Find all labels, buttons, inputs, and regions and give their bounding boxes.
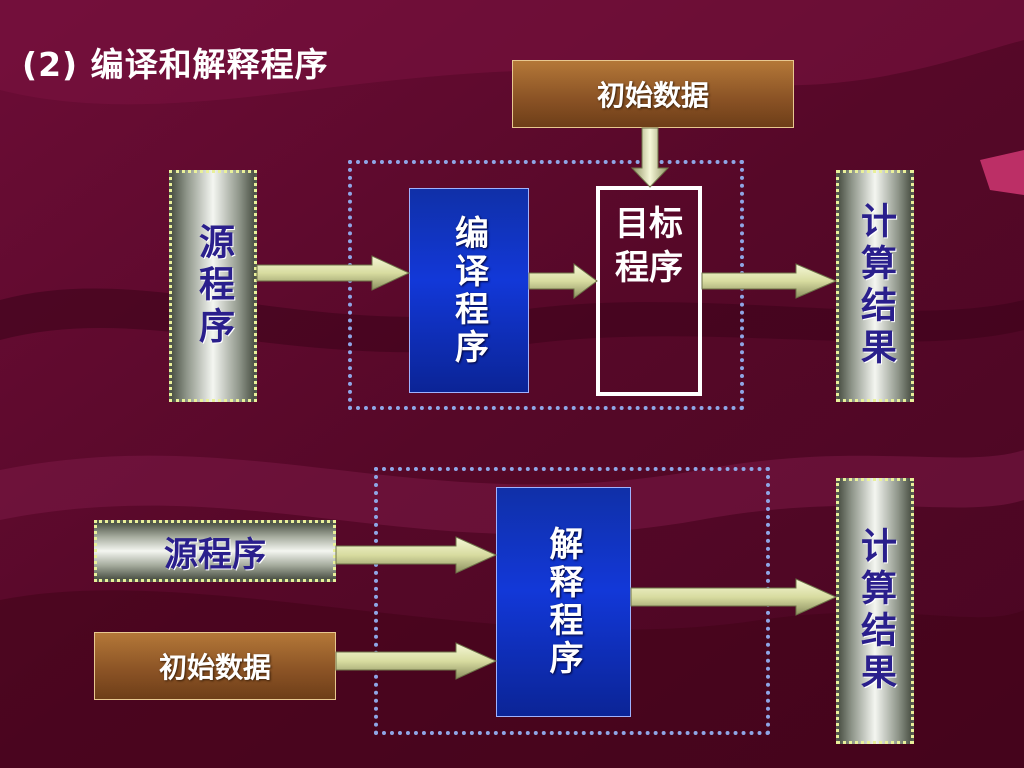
compiler-label: 编译程序 (448, 214, 489, 367)
interpret-result-box: 计算结果 (836, 478, 914, 744)
page-title: (2) 编译和解释程序 (22, 45, 329, 84)
interpret-result-label: 计算结果 (855, 527, 896, 695)
compile-initial-data-box: 初始数据 (512, 60, 794, 128)
interpret-source-program-box: 源程序 (94, 520, 336, 582)
compile-source-program-box: 源程序 (169, 170, 257, 402)
compile-source-program-label: 源程序 (193, 223, 234, 349)
compile-result-label: 计算结果 (855, 202, 896, 370)
compiler-box: 编译程序 (409, 188, 529, 393)
interpreter-box: 解释程序 (496, 487, 631, 717)
target-program-box: 目标程序 (596, 186, 702, 396)
interpret-initial-data-box: 初始数据 (94, 632, 336, 700)
target-program-label: 目标程序 (615, 204, 683, 288)
interpreter-label: 解释程序 (543, 526, 583, 678)
compile-result-box: 计算结果 (836, 170, 914, 402)
